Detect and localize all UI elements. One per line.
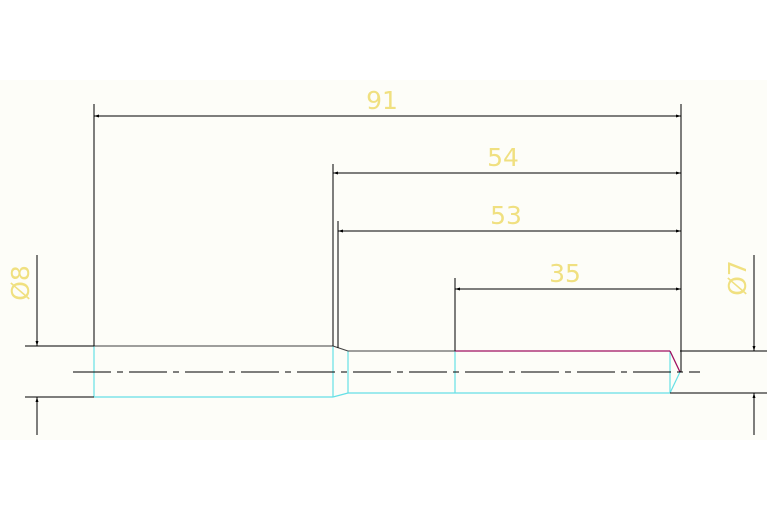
shaft-outline (93, 346, 681, 398)
dim-text-35: 35 (549, 259, 581, 288)
dim-text-91: 91 (366, 86, 398, 115)
dimension-lines (94, 114, 681, 291)
dim-text-diameter-left: Ø8 (6, 265, 35, 301)
highlight-segment (455, 350, 681, 373)
dim-text-54: 54 (487, 143, 519, 172)
drawing-panel (0, 80, 767, 440)
shaft-top-edges (94, 345, 455, 352)
dim-text-diameter-right: Ø7 (723, 260, 752, 296)
dim-text-53: 53 (490, 201, 522, 230)
